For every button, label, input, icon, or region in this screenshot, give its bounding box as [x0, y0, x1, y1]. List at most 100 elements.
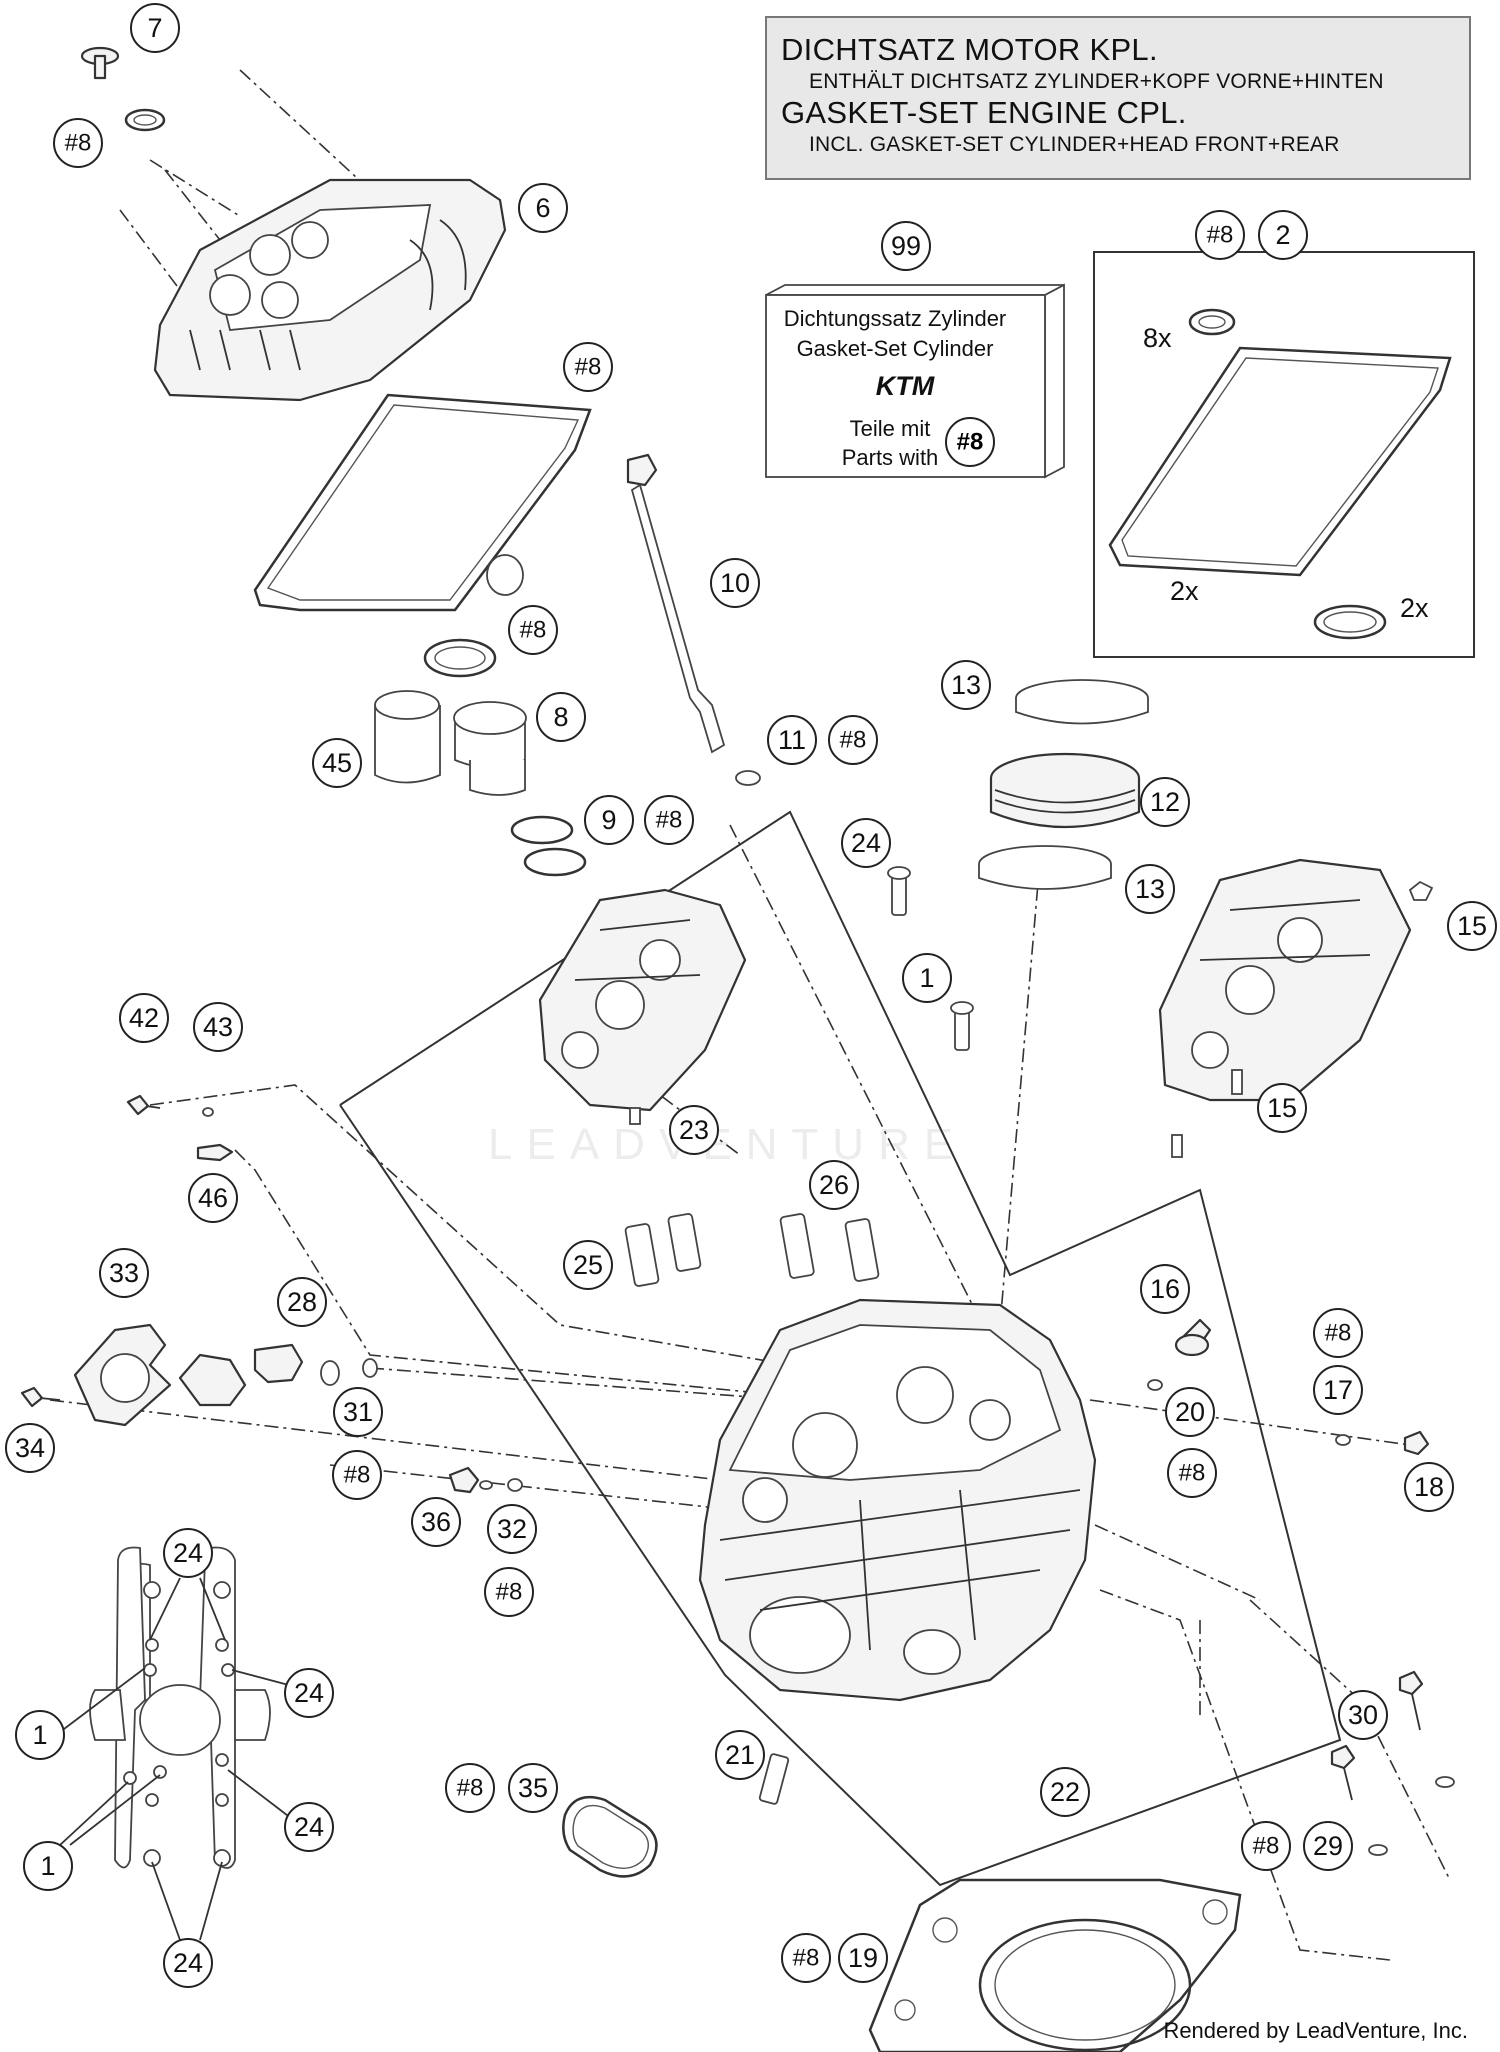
kit-line-3: Teile mit: [849, 416, 931, 441]
callout-label: 26: [819, 1170, 849, 1200]
callout-31: 31: [333, 1387, 383, 1437]
callout-29: 29: [1303, 1821, 1353, 1871]
callout-8: 8: [536, 692, 586, 742]
qty-8x: 8x: [1143, 323, 1172, 353]
callout-label: 24: [294, 1812, 324, 1842]
callout-20: 20: [1165, 1387, 1215, 1437]
callout-21: 21: [715, 1730, 765, 1780]
head-frame: [339, 810, 1342, 1887]
screw-7-part: [80, 46, 166, 132]
leader-lines: [49, 69, 1451, 1961]
callout-ref-8: #8: [1313, 1308, 1363, 1358]
callout-16: 16: [1140, 1264, 1190, 1314]
callout-label: 13: [951, 670, 981, 700]
callout-label: #8: [575, 354, 602, 381]
callout-label: 7: [147, 13, 162, 43]
camshaft-carrier-15-part: [1158, 858, 1434, 1158]
callout-7: 7: [130, 3, 180, 53]
callout-15: 15: [1257, 1083, 1307, 1133]
callout-label: 1: [40, 1851, 55, 1881]
camshaft-carrier-23-part: [538, 888, 747, 1125]
callout-label: 6: [535, 193, 550, 223]
callout-ref-8: #8: [508, 605, 558, 655]
callout-label: 15: [1457, 911, 1487, 941]
callout-label: 9: [601, 805, 616, 835]
header-line-4: INCL. GASKET-SET CYLINDER+HEAD FRONT+REA…: [809, 133, 1340, 156]
ktm-logo: KTM: [876, 371, 935, 401]
callout-ref-8: #8: [445, 1763, 495, 1813]
callout-label: #8: [344, 1462, 371, 1489]
callout-label: 22: [1050, 1777, 1080, 1807]
callout-label: 46: [198, 1183, 228, 1213]
bolt-42-part: [126, 1094, 234, 1162]
kit-ref-label: #8: [957, 429, 984, 456]
callout-13: 13: [1125, 864, 1175, 914]
callout-36: 36: [411, 1497, 461, 1547]
callout-ref-8: #8: [1167, 1448, 1217, 1498]
callout-label: #8: [457, 1775, 484, 1802]
callout-label: 2: [1275, 220, 1290, 250]
callout-label: 12: [1150, 787, 1180, 817]
callout-ref-8: #8: [1241, 1821, 1291, 1871]
head-gasket-19-part: [868, 1878, 1242, 2052]
callout-15: 15: [1447, 901, 1497, 951]
intake-flange-parts: [978, 679, 1149, 890]
callout-30: 30: [1338, 1690, 1388, 1740]
callout-label: 1: [919, 963, 934, 993]
callout-9: 9: [584, 795, 634, 845]
cover-gasket-part: [253, 393, 592, 612]
callout-label: 8: [553, 702, 568, 732]
callout-label: 99: [891, 231, 921, 261]
callout-label: 24: [173, 1948, 203, 1978]
callout-label: #8: [1179, 1460, 1206, 1487]
callout-ref-8: #8: [644, 795, 694, 845]
callout-label: 15: [1267, 1093, 1297, 1123]
callout-label: 24: [173, 1538, 203, 1568]
callout-label: 11: [778, 725, 806, 755]
callout-25: 25: [563, 1240, 613, 1290]
callout-24: 24: [163, 1938, 213, 1988]
callout-ref-8: #8: [828, 715, 878, 765]
thermostat-33-part: [73, 1323, 378, 1427]
callout-label: 17: [1323, 1375, 1353, 1405]
bolt-18-part: [1335, 1430, 1430, 1456]
callout-label: 34: [15, 1433, 45, 1463]
callout-label: 42: [129, 1003, 159, 1033]
callout-label: 25: [573, 1250, 603, 1280]
footer-credit: Rendered by LeadVenture, Inc.: [1163, 2018, 1468, 2043]
valve-guide-parts: [624, 1213, 880, 1287]
callout-99: 99: [881, 221, 931, 271]
callout-43: 43: [193, 1002, 243, 1052]
callout-label: 24: [851, 828, 881, 858]
callout-label: 18: [1414, 1472, 1444, 1502]
callout-label: 10: [720, 568, 750, 598]
kit-line-2: Gasket-Set Cylinder: [796, 336, 994, 361]
callout-34: 34: [5, 1423, 55, 1473]
callout-label: 29: [1313, 1831, 1343, 1861]
bolt-10-part: [626, 453, 761, 786]
callout-1: 1: [902, 953, 952, 1003]
callout-label: 21: [725, 1740, 755, 1770]
callout-label: 23: [679, 1115, 709, 1145]
bolt-34-part: [20, 1386, 61, 1408]
callout-18: 18: [1404, 1462, 1454, 1512]
callout-1: 1: [23, 1841, 73, 1891]
callout-label: 28: [287, 1287, 317, 1317]
callout-label: #8: [793, 1945, 820, 1972]
callout-42: 42: [119, 993, 169, 1043]
callout-label: 36: [421, 1507, 451, 1537]
callout-label: 35: [518, 1773, 548, 1803]
callout-label: 31: [343, 1397, 373, 1427]
callout-label: 32: [497, 1514, 527, 1544]
bolt-24-1-parts: [887, 866, 974, 1051]
bolt-30-parts: [1330, 1670, 1455, 1856]
callout-6: 6: [518, 183, 568, 233]
callout-label: 43: [203, 1012, 233, 1042]
callout-2: 2: [1258, 210, 1308, 260]
callout-17: 17: [1313, 1365, 1363, 1415]
callout-ref-8: #8: [332, 1450, 382, 1500]
kit-99-box: KTM #8: [765, 283, 1065, 479]
callout-24: 24: [284, 1668, 334, 1718]
callout-label: 33: [109, 1258, 139, 1288]
